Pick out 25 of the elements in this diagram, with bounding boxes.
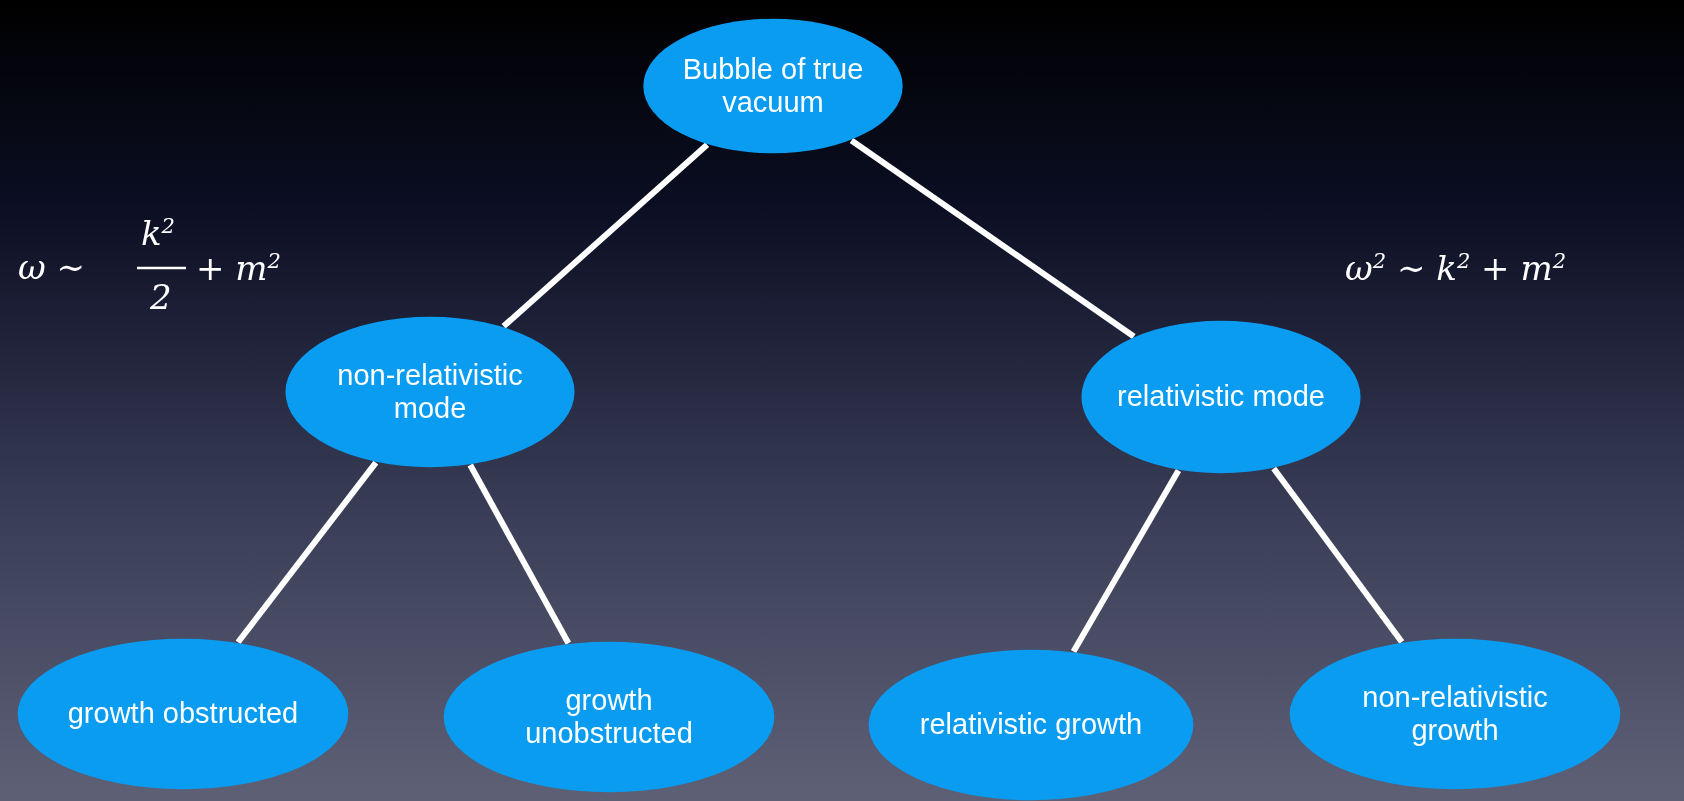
ellipse-node [1080,320,1362,474]
connector-line [501,142,710,329]
connector-line [849,138,1136,339]
connector-line [1070,468,1182,654]
node-label: non-relativistic mode [336,358,524,426]
connector-line [235,460,379,645]
ellipse-node [442,641,776,793]
node-label: relativistic mode [1116,380,1326,414]
node-label: Bubble of true vacuum [681,52,865,120]
connector-line [467,463,572,645]
connector-line [1271,466,1405,644]
node-label: growth unobstructed [524,683,694,751]
formula-text: ω$^{2}$ ∼ k$^{2}$ + m$^{2}$ [1345,250,1567,286]
node-label: relativistic growth [918,708,1144,742]
ellipse-node [16,638,350,790]
ellipse-node [1288,638,1622,790]
formula-text: k$^{2}$ [141,215,176,251]
formula-text: ω ∼ [18,250,86,284]
node-label: non-relativistic growth [1361,680,1549,748]
ellipse-node [284,316,576,468]
formula-text: 2 [150,280,172,314]
ellipse-node [867,649,1195,801]
ellipse-node [642,18,904,154]
formula-text: + m$^{2}$ [196,250,281,286]
node-label: growth obstructed [66,697,300,731]
